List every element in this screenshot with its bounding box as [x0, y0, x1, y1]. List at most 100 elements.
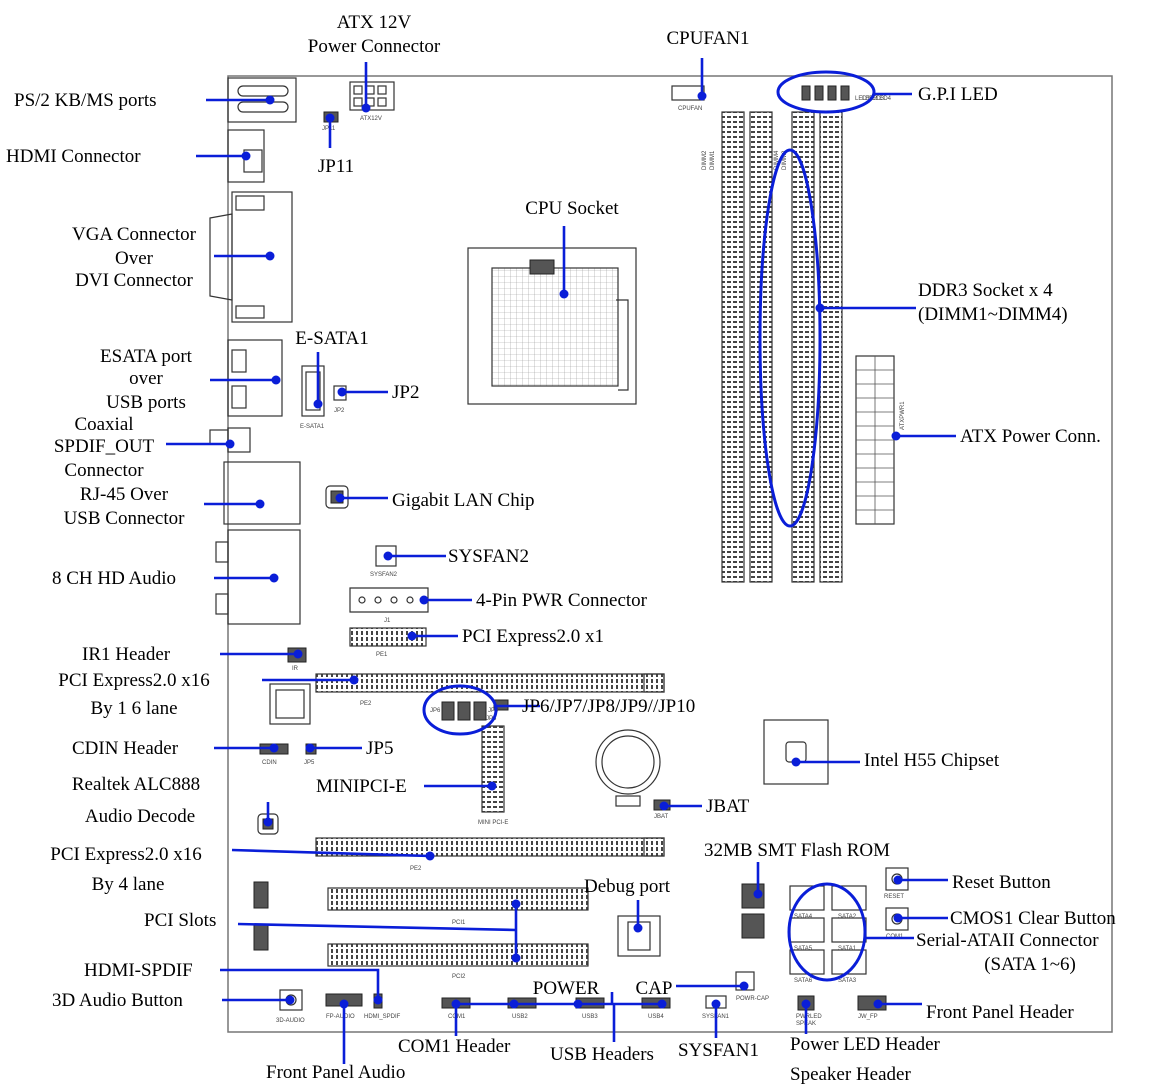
label-sysfan1: SYSFAN1: [678, 1040, 759, 1061]
label-pcie16-l2: By 1 6 lane: [90, 698, 177, 719]
jp9-silk: JP9: [488, 708, 499, 714]
board-outline: [227, 75, 1113, 1033]
label-debug: Debug port: [584, 876, 671, 897]
cpufan-silk: CPUFAN: [678, 106, 702, 112]
leader-lines: [166, 58, 956, 1064]
label-audio-btn: 3D Audio Button: [52, 990, 183, 1011]
label-jp2: JP2: [392, 382, 419, 403]
pe2b-silk: PE2: [410, 866, 422, 872]
sata1-silk: SATA1: [838, 946, 857, 952]
dimm4-silk: DIMM4: [774, 150, 780, 170]
label-realtek-l2: Audio Decode: [85, 806, 195, 827]
pci2-silk: PCI2: [452, 974, 466, 980]
label-fp-audio: Front Panel Audio: [266, 1062, 405, 1083]
audio3d-silk: 3D-AUDIO: [276, 1018, 305, 1024]
label-power-cap-l1: POWER: [533, 978, 600, 999]
label-esata-port-l3: USB ports: [106, 392, 186, 413]
pci-slots: PCI1 PCI2: [327, 887, 589, 980]
io-chip: [269, 683, 311, 725]
label-atx12v-l2: Power Connector: [308, 36, 441, 57]
label-sata-l2: (SATA 1~6): [984, 954, 1076, 975]
label-esata-port-l2: over: [129, 368, 163, 389]
sata2-silk: SATA2: [838, 914, 857, 920]
label-coax-l1: Coaxial: [74, 414, 133, 435]
sata5-silk: SATA5: [794, 946, 813, 952]
pwrled-silk: PWRLED: [796, 1014, 822, 1020]
label-power-cap-l2: CAP: [636, 978, 673, 999]
label-audio8ch: 8 CH HD Audio: [52, 568, 176, 589]
sata-highlight: [787, 882, 867, 982]
esata1-silk: E-SATA1: [300, 424, 325, 430]
label-cpufan1: CPUFAN1: [666, 28, 749, 49]
sata6-silk: SATA6: [794, 978, 813, 984]
label-jp6-jp10: JP6/JP7/JP8/JP9//JP10: [522, 696, 695, 717]
label-pcie-x1: PCI Express2.0 x1: [462, 626, 604, 647]
led1-silk: LED1: [855, 96, 871, 102]
label-vga-l1: VGA Connector: [72, 224, 197, 245]
label-esata1: E-SATA1: [295, 328, 368, 349]
label-atx12v-l1: ATX 12V: [337, 12, 412, 33]
label-jp5: JP5: [366, 738, 393, 759]
cpu-socket: [467, 247, 637, 405]
label-ddr3-l1: DDR3 Socket x 4: [918, 280, 1053, 301]
sata-connectors: SATA4 SATA2 SATA5 SATA1 SATA6 SATA3: [789, 885, 867, 984]
label-pci-slots: PCI Slots: [144, 910, 216, 931]
led4-silk: LED4: [876, 96, 892, 102]
label-ps2: PS/2 KB/MS ports: [14, 90, 157, 111]
label-jp11: JP11: [318, 156, 354, 177]
esata1-connector: E-SATA1: [300, 365, 325, 430]
ir-silk: IR: [292, 666, 299, 672]
label-coax-l2: SPDIF_OUT: [54, 436, 155, 457]
jp6-silk: JP6: [430, 708, 441, 714]
hdmispdif-silk: HDMI_SPDIF: [364, 1014, 401, 1020]
label-pcie4-l1: PCI Express2.0 x16: [50, 844, 201, 865]
dimm1-silk: DIMM1: [710, 150, 716, 170]
usb2-silk: USB2: [512, 1014, 528, 1020]
jbat-silk: JBAT: [654, 814, 669, 820]
label-cdin: CDIN Header: [72, 738, 179, 759]
jwfp-silk: JW_FP: [858, 1014, 878, 1020]
atx-power-connector: ATXPWR1: [855, 355, 906, 525]
label-vga-l2: Over: [115, 248, 154, 269]
j1-silk: J1: [384, 618, 391, 624]
label-jbat: JBAT: [706, 796, 750, 817]
cdin-silk: CDIN: [262, 760, 277, 766]
callout-labels: ATX 12V Power Connector CPUFAN1 PS/2 KB/…: [6, 12, 1116, 1085]
reset-silk: RESET: [884, 894, 904, 900]
label-chipset: Intel H55 Chipset: [864, 750, 1000, 771]
powrcap-silk: POWR-CAP: [736, 996, 769, 1002]
atx12v-silk: ATX12V: [360, 116, 382, 122]
cmos-battery: [595, 729, 661, 807]
minipcie-silk: MINI PCI-E: [478, 820, 508, 826]
esata-usb-ports: [227, 339, 283, 417]
label-rj45-l1: RJ-45 Over: [80, 484, 169, 505]
small-chips: [253, 881, 269, 951]
led3-silk: LED3: [869, 96, 885, 102]
ps2-ports: [227, 77, 297, 123]
pcie-x16-slot-16lane: PE2: [315, 673, 665, 707]
4pin-pwr-connector: J1: [349, 587, 429, 624]
label-realtek-l1: Realtek ALC888: [72, 774, 200, 795]
label-pwr4pin: 4-Pin PWR Connector: [476, 590, 648, 611]
pe1-silk: PE1: [376, 652, 388, 658]
label-hdmi-spdif: HDMI-SPDIF: [84, 960, 193, 981]
sata4-silk: SATA4: [794, 914, 813, 920]
pcie-x16-slot-4lane: PE2: [315, 837, 665, 872]
sysfan2-silk: SYSFAN2: [370, 572, 398, 578]
usb4-silk: USB4: [648, 1014, 664, 1020]
label-power-led: Power LED Header: [790, 1034, 941, 1055]
label-atx-power: ATX Power Conn.: [960, 426, 1101, 447]
label-cmos: CMOS1 Clear Button: [950, 908, 1116, 929]
label-minipcie: MINIPCI-E: [316, 776, 407, 797]
label-com1: COM1 Header: [398, 1036, 511, 1057]
usb3-silk: USB3: [582, 1014, 598, 1020]
atxpwr-silk: ATXPWR1: [900, 401, 906, 430]
jp6-jp10-jumpers: JP6 JP9 JP8: [430, 699, 509, 722]
pe2-silk: PE2: [360, 701, 372, 707]
label-sysfan2: SYSFAN2: [448, 546, 529, 567]
label-hdmi: HDMI Connector: [6, 146, 141, 167]
label-esata-port-l1: ESATA port: [100, 346, 193, 367]
fpaudio-silk: FP-AUDIO: [326, 1014, 355, 1020]
atx12v-connector: ATX12V: [349, 81, 395, 122]
